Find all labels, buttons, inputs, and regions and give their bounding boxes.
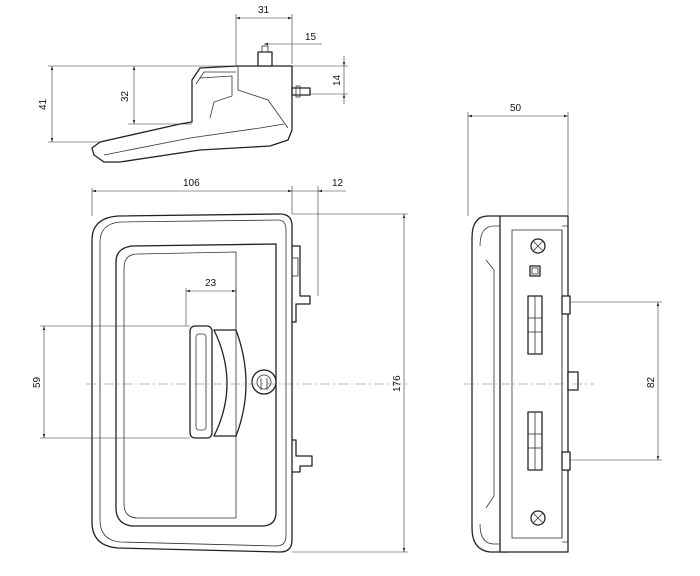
screw-top xyxy=(530,238,546,254)
dim-front-slot-height: 59 xyxy=(32,376,43,388)
side-view: 50 82 xyxy=(464,103,662,553)
top-view: 31 15 41 32 14 xyxy=(38,5,348,163)
bolt-bottom xyxy=(527,411,543,471)
dim-front-width: 106 xyxy=(183,178,200,189)
dim-top-small-width: 15 xyxy=(305,32,317,43)
front-view: 106 12 23 59 176 xyxy=(32,178,408,553)
dim-top-pin-height: 14 xyxy=(332,74,343,86)
screw-bottom xyxy=(530,510,546,526)
dim-front-slot-width: 23 xyxy=(205,278,217,289)
dim-side-bolt-spacing: 82 xyxy=(646,376,657,388)
dim-side-width: 50 xyxy=(510,103,522,114)
dim-top-height-total: 41 xyxy=(38,98,49,110)
dim-front-height: 176 xyxy=(392,375,403,392)
bolt-top xyxy=(527,295,543,355)
dim-top-height-inner: 32 xyxy=(120,90,131,102)
dim-top-width: 31 xyxy=(258,5,270,16)
dim-front-offset: 12 xyxy=(332,178,344,189)
